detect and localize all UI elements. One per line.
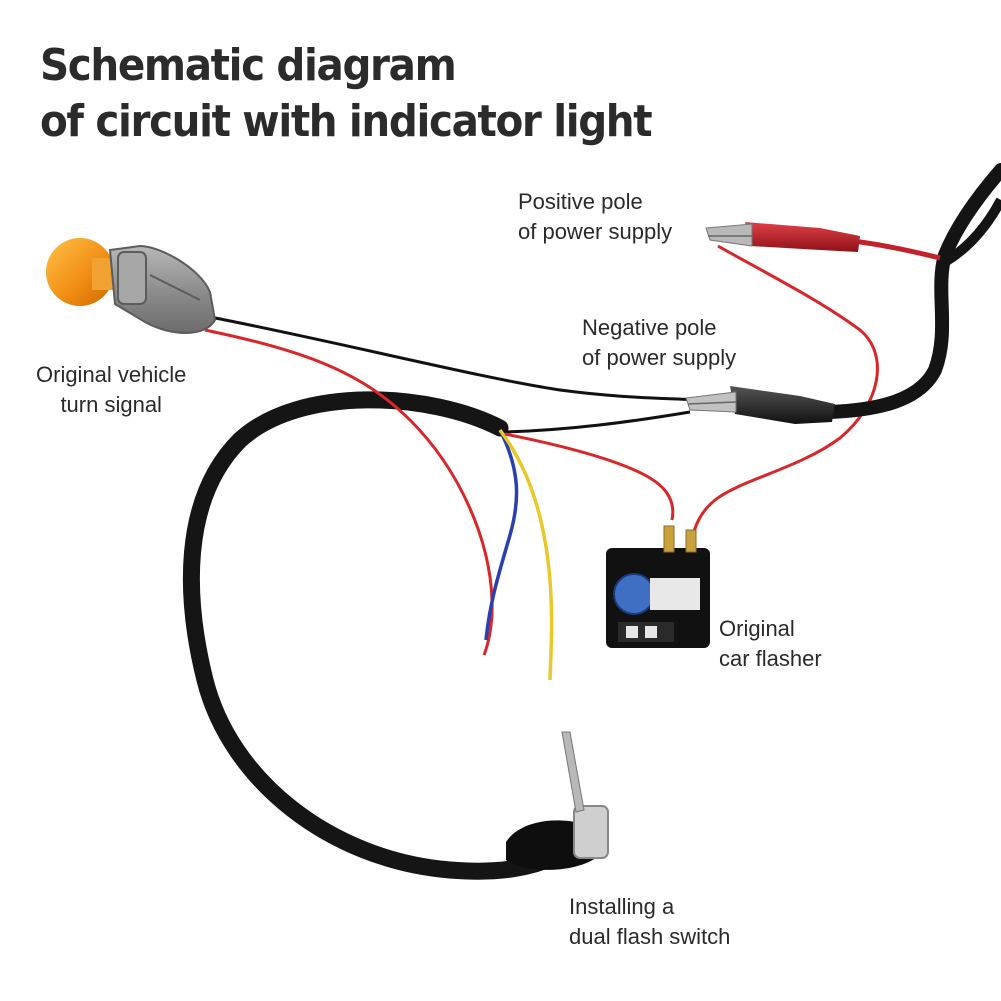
yellow-wire	[498, 428, 554, 681]
black-split	[942, 197, 1001, 267]
car-flasher-label: Original car flasher	[719, 616, 822, 671]
title-line-2: of circuit with indicator light	[40, 96, 653, 147]
right-black-cable	[823, 163, 1001, 419]
black-wire-socket-to-negative	[204, 314, 701, 402]
page-title: Schematic diagram of circuit with indica…	[40, 38, 653, 150]
turn-signal-label: Original vehicle turn signal	[36, 362, 187, 417]
blue-wire	[484, 429, 519, 641]
red-wire-harness-to-flasher	[504, 432, 675, 521]
turn-signal-bulb	[46, 238, 217, 334]
red-wire-socket	[204, 328, 494, 656]
main-black-harness	[182, 391, 569, 880]
red-wire-positive-to-flasher	[690, 244, 879, 541]
car-flasher	[606, 525, 710, 648]
dual-flash-switch	[506, 731, 609, 870]
positive-pole-label: Positive pole of power supply	[518, 189, 673, 244]
negative-clip	[685, 386, 835, 424]
negative-pole-label: Negative pole of power supply	[582, 315, 737, 370]
positive-clip	[705, 222, 860, 252]
black-wire-harness-to-negative	[504, 410, 691, 434]
switch-label: Installing a dual flash switch	[569, 894, 731, 949]
title-line-1: Schematic diagram	[40, 40, 457, 91]
